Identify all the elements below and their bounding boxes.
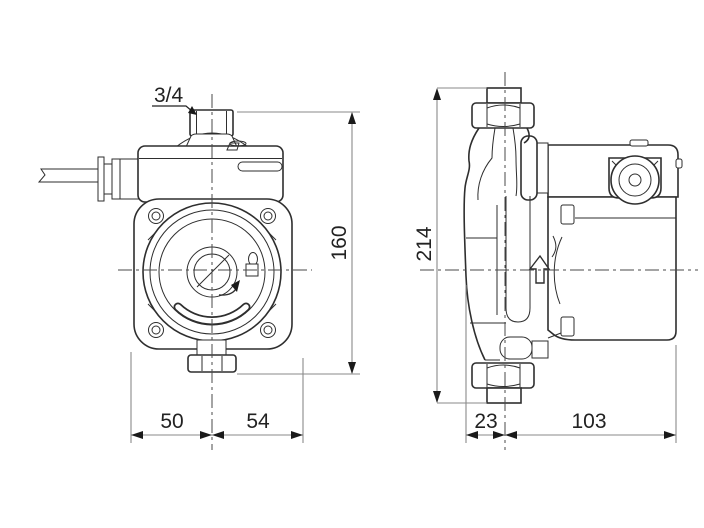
- brand-mark: [226, 142, 240, 151]
- pump-housing-side: [463, 127, 563, 361]
- dim-103-text: 103: [571, 410, 606, 433]
- dim-23-text: 23: [474, 410, 497, 433]
- motor-adapter: [536, 142, 549, 194]
- dim-214-text: 214: [413, 226, 436, 261]
- union-nut-top: [471, 102, 535, 129]
- clamp-screw-upper: [560, 204, 575, 225]
- outlet-boss: [499, 336, 549, 360]
- dim-23-103: 23 103: [465, 285, 677, 443]
- motor-cap: [608, 155, 662, 205]
- dim-160: 160: [237, 111, 360, 375]
- dim-54-text: 54: [246, 410, 270, 433]
- motor-side-nub: [675, 158, 683, 169]
- front-view: 3/4 160 50 54: [37, 84, 360, 450]
- clamp-screw-lower: [560, 316, 575, 337]
- power-cable: [37, 168, 105, 183]
- rotation-arrow-icon: [218, 280, 240, 296]
- pipe-stub-bottom: [486, 387, 522, 404]
- union-nut-bottom: [471, 362, 535, 389]
- cable-gland: [97, 156, 141, 202]
- dim-160-text: 160: [328, 225, 351, 260]
- dim-50-54: 50 54: [130, 352, 304, 443]
- terminal-box: [137, 140, 284, 203]
- flange-bolts: [148, 208, 276, 338]
- pipe-stub-top: [486, 87, 522, 104]
- side-view: 214 23 103: [413, 72, 698, 450]
- mounting-flange: [520, 135, 538, 201]
- motor-top-nub: [629, 139, 649, 147]
- thread-size-text: 3/4: [154, 84, 184, 107]
- dim-50-text: 50: [160, 410, 183, 433]
- thread-label: 3/4: [152, 84, 197, 115]
- dim-214: 214: [413, 87, 487, 404]
